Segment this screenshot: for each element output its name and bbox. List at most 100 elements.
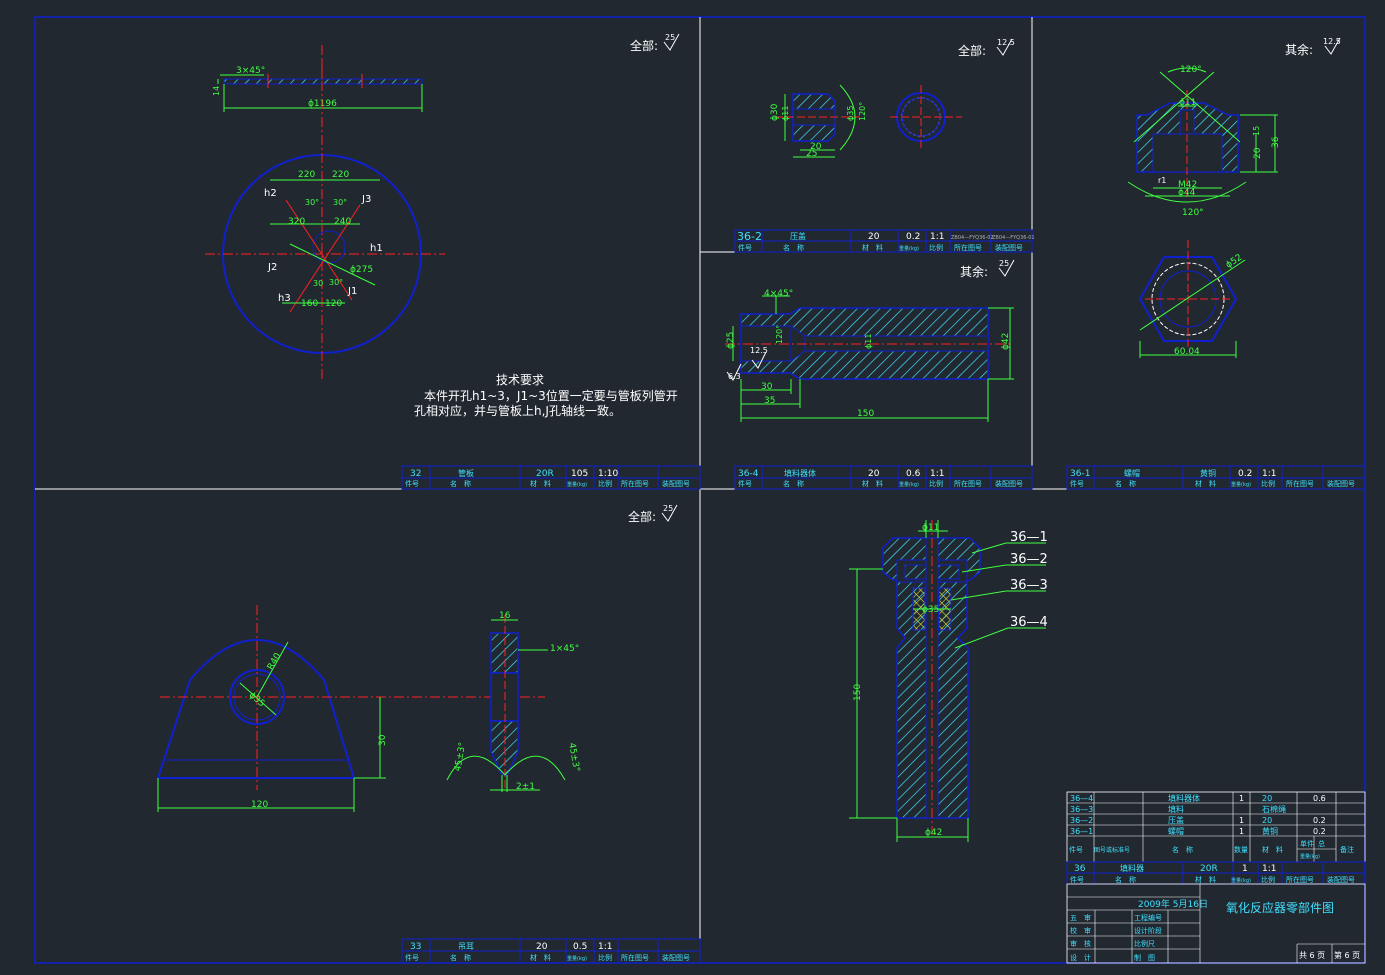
svg-text:h3: h3 — [278, 293, 291, 304]
svg-text:全部:: 全部: — [958, 43, 986, 58]
svg-text:名 称: 名 称 — [450, 479, 471, 488]
svg-text:第 6 页: 第 6 页 — [1334, 950, 1360, 960]
svg-text:20R: 20R — [1200, 864, 1218, 874]
svg-text:名 称: 名 称 — [1172, 845, 1193, 854]
svg-text:重量(kg): 重量(kg) — [567, 481, 587, 488]
svg-text:装配图号: 装配图号 — [662, 479, 690, 488]
svg-text:填料器体: 填料器体 — [784, 468, 816, 478]
svg-text:数量: 数量 — [1234, 845, 1248, 854]
svg-text:30: 30 — [313, 279, 323, 288]
svg-text:25: 25 — [999, 259, 1009, 268]
svg-text:全部:: 全部: — [628, 509, 656, 524]
svg-text:36—4: 36—4 — [1010, 615, 1048, 630]
svg-text:件号: 件号 — [1070, 875, 1084, 884]
svg-text:ϕ44: ϕ44 — [1178, 188, 1196, 198]
bom-cell-material: 黄铜 — [1262, 826, 1278, 836]
svg-text:120°: 120° — [1180, 65, 1202, 75]
svg-text:螺帽: 螺帽 — [1124, 468, 1140, 478]
svg-text:M42: M42 — [1178, 180, 1197, 190]
svg-text:管板: 管板 — [458, 468, 474, 478]
svg-text:30°: 30° — [329, 278, 343, 287]
svg-text:氧化反应器零部件图: 氧化反应器零部件图 — [1226, 900, 1334, 915]
svg-text:ϕ35: ϕ35 — [922, 605, 939, 615]
roughness-note-p1: 全部: 25 — [630, 33, 680, 53]
svg-text:审 核: 审 核 — [1070, 939, 1091, 948]
gland-cover-section: ϕ30 ϕ11 20 25 ϕ35 120° — [770, 84, 867, 159]
svg-text:所在图号: 所在图号 — [954, 479, 982, 488]
svg-text:材 料: 材 料 — [862, 243, 883, 252]
svg-text:1: 1 — [1242, 864, 1248, 874]
svg-text:1:1: 1:1 — [930, 232, 944, 242]
svg-text:ϕ30: ϕ30 — [770, 103, 780, 121]
svg-text:36—2: 36—2 — [1010, 552, 1048, 567]
svg-text:14: 14 — [212, 86, 221, 96]
bom-cell-qty: 1 — [1239, 827, 1244, 836]
svg-text:备注: 备注 — [1340, 845, 1354, 854]
svg-text:黄铜: 黄铜 — [1200, 468, 1216, 478]
svg-text:装配图号: 装配图号 — [995, 243, 1023, 252]
bom-cell-material: 20 — [1262, 794, 1272, 803]
roughness-note-p5: 全部: 25 — [628, 504, 678, 524]
svg-text:12.5: 12.5 — [750, 346, 768, 355]
parts-title-block-36-4: 36-4 填料器体 20 0.6 1:1 件号 名 称 材 料 重量(kg) 比… — [734, 465, 1033, 490]
svg-text:设 计: 设 计 — [1070, 953, 1091, 962]
svg-text:150: 150 — [857, 409, 874, 419]
svg-text:36—3: 36—3 — [1010, 578, 1048, 593]
svg-text:装配图号: 装配图号 — [1327, 875, 1355, 884]
svg-text:105: 105 — [571, 469, 588, 479]
svg-text:比例: 比例 — [598, 479, 612, 488]
svg-text:1:1: 1:1 — [1262, 864, 1276, 874]
svg-text:制 图: 制 图 — [1134, 953, 1155, 962]
svg-text:J2: J2 — [267, 262, 277, 273]
main-title-block: 2009年 5月16日 氧化反应器零部件图 五 审 校 审 审 核 设 计 工程… — [1066, 883, 1366, 964]
svg-text:320: 320 — [288, 217, 305, 227]
svg-text:重量(kg): 重量(kg) — [1231, 481, 1251, 488]
svg-text:ϕ11: ϕ11 — [864, 334, 873, 349]
svg-text:J1: J1 — [347, 286, 357, 297]
svg-text:120: 120 — [325, 299, 342, 309]
svg-text:ϕ35: ϕ35 — [846, 106, 855, 121]
svg-text:件号: 件号 — [405, 479, 419, 488]
svg-text:材 料: 材 料 — [1262, 845, 1283, 854]
bom-cell-name: 填料 — [1168, 804, 1184, 814]
svg-text:其余:: 其余: — [1285, 42, 1313, 57]
svg-text:25: 25 — [665, 33, 675, 42]
nut-plan: ϕ52 60.04 — [1138, 240, 1246, 358]
bom-cell-name: 螺帽 — [1168, 826, 1184, 836]
svg-text:共 6 页: 共 6 页 — [1299, 951, 1325, 960]
svg-text:材 料: 材 料 — [1195, 479, 1216, 488]
svg-text:吊耳: 吊耳 — [458, 942, 474, 951]
svg-text:33: 33 — [410, 942, 421, 952]
assembly-callouts: 36—1 36—2 36—3 36—4 — [950, 530, 1048, 649]
svg-text:五 审: 五 审 — [1070, 913, 1091, 922]
svg-text:比例: 比例 — [929, 243, 943, 252]
svg-text:ϕ1196: ϕ1196 — [308, 99, 337, 109]
svg-text:比例尺: 比例尺 — [1134, 939, 1155, 948]
svg-text:所在图号: 所在图号 — [1286, 479, 1314, 488]
svg-text:36-2: 36-2 — [737, 230, 762, 243]
svg-text:h1: h1 — [370, 243, 383, 254]
bom-cell-pos: 36—4 — [1070, 794, 1093, 803]
svg-text:12.5: 12.5 — [997, 38, 1015, 47]
parts-title-block-32: 32 管板 20R 105 1:10 件号 名 称 材 料 重量(kg) 比例 … — [401, 465, 701, 490]
svg-text:重量(kg): 重量(kg) — [899, 245, 919, 252]
tube-sheet-strip-view: 3×45° 14 ϕ1196 — [212, 60, 423, 112]
bom-cell-qty: 1 — [1239, 816, 1244, 825]
svg-text:32: 32 — [410, 469, 421, 479]
svg-text:1×45°: 1×45° — [550, 644, 579, 654]
svg-text:15: 15 — [1252, 126, 1261, 136]
svg-text:图号或标准号: 图号或标准号 — [1094, 846, 1130, 854]
svg-text:6.3: 6.3 — [728, 372, 741, 381]
svg-text:技术要求: 技术要求 — [496, 373, 544, 387]
svg-text:装配图号: 装配图号 — [1327, 479, 1355, 488]
svg-text:1:1: 1:1 — [930, 469, 944, 479]
svg-text:重量(kg): 重量(kg) — [567, 955, 587, 962]
svg-text:ϕ35: ϕ35 — [247, 690, 267, 709]
svg-text:全部:: 全部: — [630, 38, 658, 53]
svg-text:36—1: 36—1 — [1010, 530, 1048, 545]
gland-cover-plan — [890, 85, 962, 150]
svg-text:2009年 5月16日: 2009年 5月16日 — [1138, 898, 1208, 910]
svg-text:240: 240 — [334, 217, 351, 227]
svg-text:20: 20 — [536, 942, 548, 952]
